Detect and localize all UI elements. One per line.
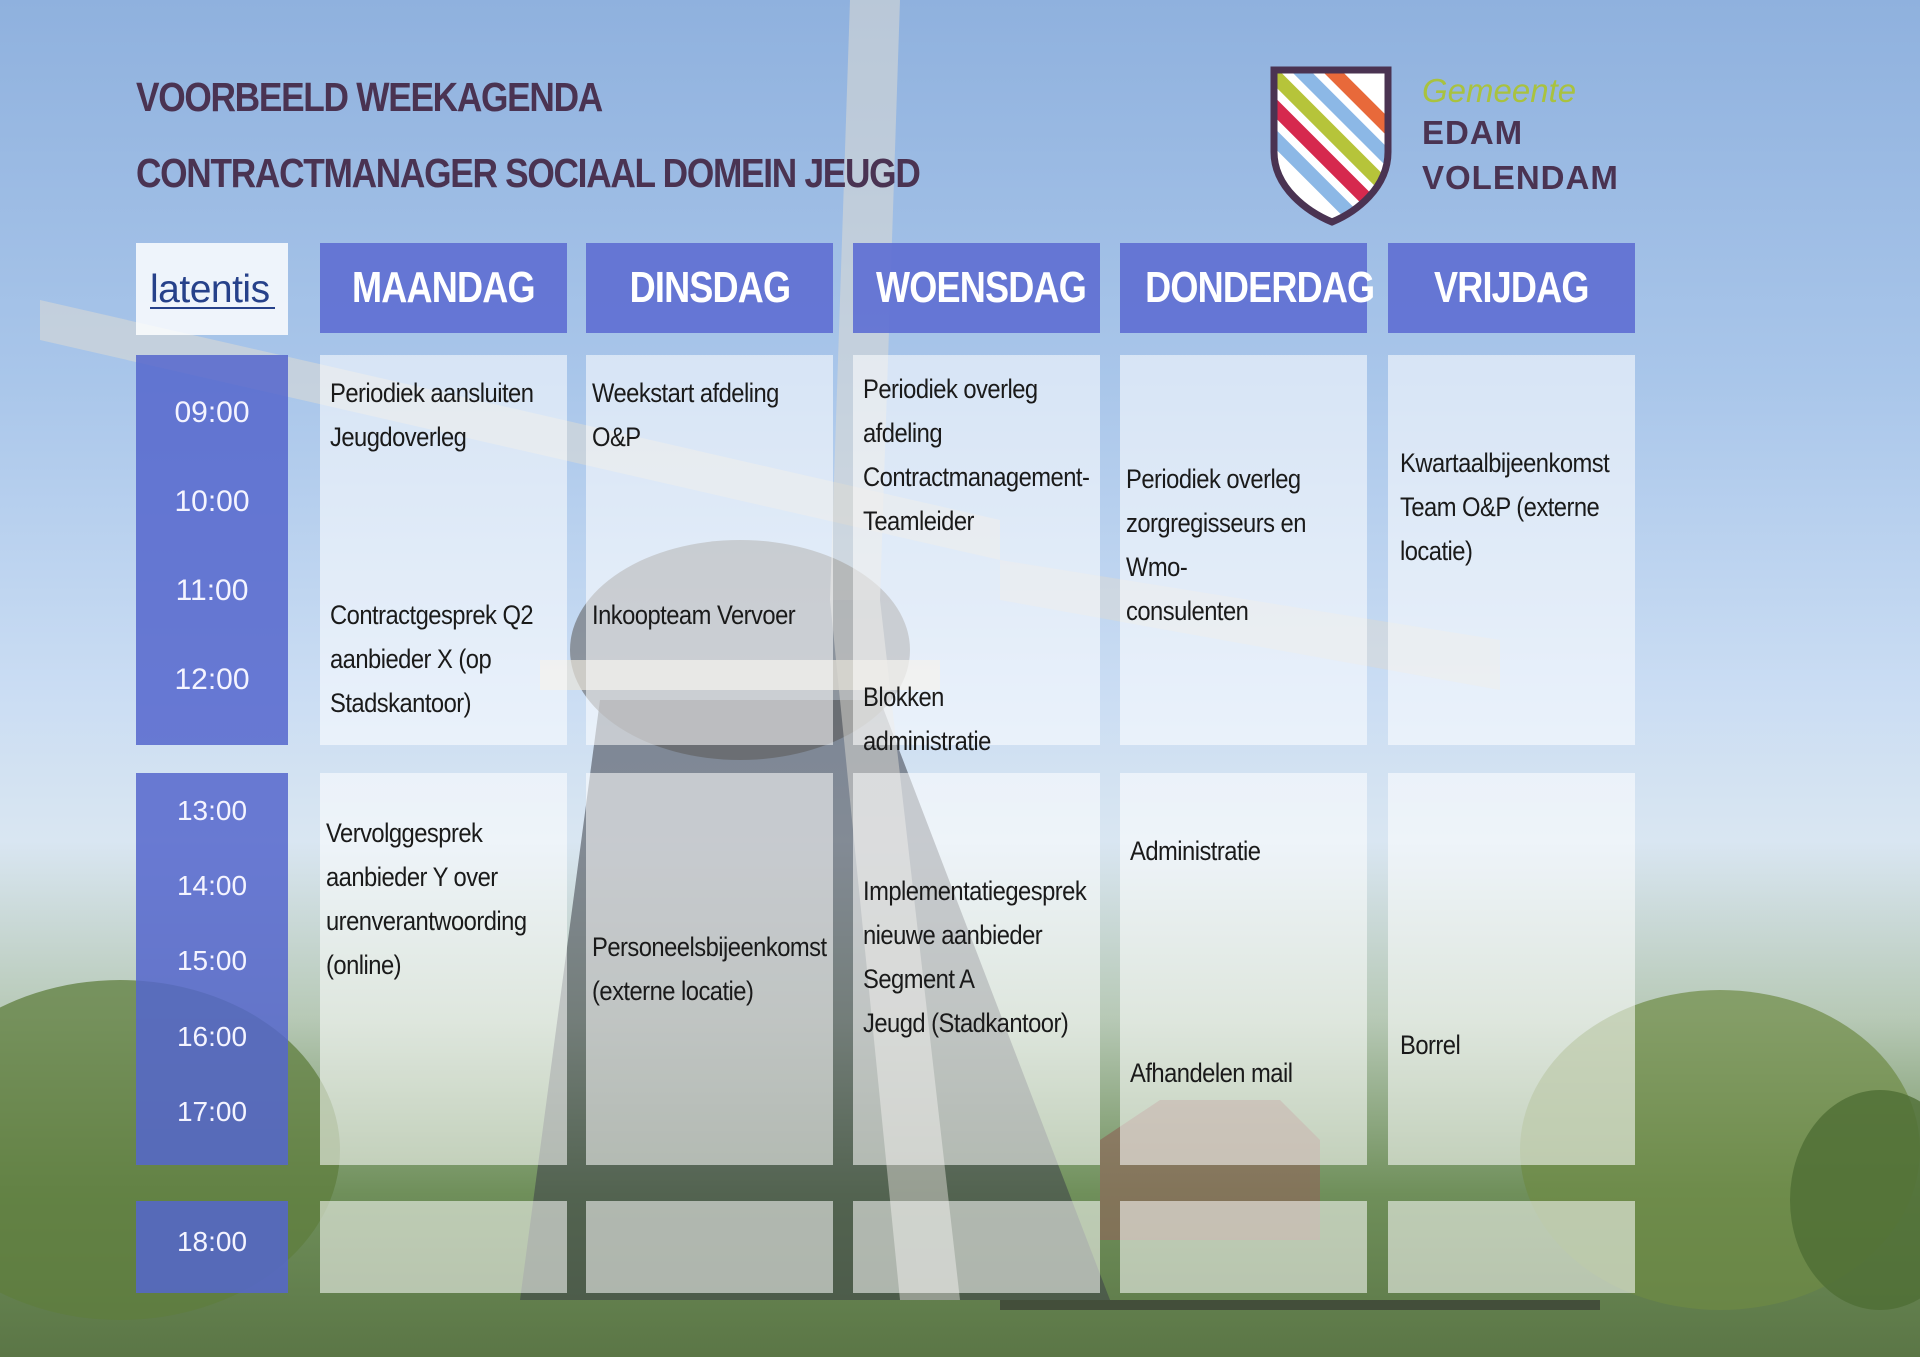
time-label: 14:00	[176, 870, 248, 901]
event-item: Weekstart afdeling O&P	[592, 378, 779, 452]
day-header-dinsdag: DINSDAG	[586, 243, 833, 333]
time-label: 15:00	[176, 945, 248, 976]
time-label: 18:00	[176, 1226, 248, 1257]
time-column-evening: 18:00	[136, 1201, 288, 1293]
brand-underline	[150, 307, 275, 309]
time-column-afternoon: 13:00 14:00 15:00 16:00 17:00	[136, 773, 288, 1165]
day-header-maandag: MAANDAG	[320, 243, 567, 333]
event-item: Afhandelen mail	[1130, 1058, 1293, 1088]
brand-label: latentis	[150, 268, 270, 311]
brand-box: latentis	[136, 243, 288, 335]
cell-woensdag-evening	[853, 1201, 1100, 1293]
event-item: Borrel	[1400, 1030, 1461, 1060]
event-item: Contractgesprek Q2 aanbieder X (op Stads…	[330, 600, 534, 718]
event-item: Vervolggesprek aanbieder Y over urenvera…	[326, 818, 527, 980]
time-label: 10:00	[174, 485, 250, 518]
time-label: 09:00	[174, 396, 250, 429]
day-header-vrijdag: VRIJDAG	[1388, 243, 1635, 333]
cell-vrijdag-afternoon: Borrel	[1388, 773, 1635, 1165]
day-header-donderdag: DONDERDAG	[1120, 243, 1375, 333]
cell-maandag-evening	[320, 1201, 567, 1293]
logo-name-line2: VOLENDAM	[1422, 159, 1619, 196]
event-item: Kwartaalbijeenkomst Team O&P (externe lo…	[1400, 448, 1610, 566]
cell-maandag-afternoon: Vervolggesprek aanbieder Y over urenvera…	[320, 773, 567, 1165]
cell-maandag-morning: Periodiek aansluiten Jeugdoverleg Contra…	[320, 355, 567, 745]
time-label: 11:00	[175, 574, 249, 607]
cell-vrijdag-evening	[1388, 1201, 1635, 1293]
event-item: Periodiek overleg zorgregisseurs en Wmo-…	[1126, 464, 1306, 626]
time-label: 17:00	[176, 1096, 248, 1127]
day-header-woensdag: WOENSDAG	[853, 243, 1100, 333]
cell-donderdag-morning: Periodiek overleg zorgregisseurs en Wmo-…	[1120, 355, 1367, 745]
time-label: 12:00	[174, 663, 250, 696]
time-column-morning: 09:00 10:00 11:00 12:00	[136, 355, 288, 745]
cell-donderdag-afternoon: Administratie Afhandelen mail	[1120, 773, 1367, 1165]
cell-dinsdag-afternoon: Personeelsbijeenkomst (externe locatie)	[586, 773, 833, 1165]
cell-vrijdag-morning: Kwartaalbijeenkomst Team O&P (externe lo…	[1388, 355, 1635, 745]
municipality-shield-logo	[1270, 66, 1394, 231]
municipality-name: Gemeente EDAM VOLENDAM	[1422, 72, 1619, 200]
logo-name-line1: EDAM	[1422, 114, 1524, 151]
time-label: 16:00	[176, 1021, 248, 1052]
event-item: Implementatiegesprek nieuwe aanbieder Se…	[863, 876, 1087, 1038]
event-item: Periodiek overleg afdeling Contractmanag…	[863, 374, 1090, 536]
event-item: Periodiek aansluiten Jeugdoverleg	[330, 378, 534, 452]
event-item: Administratie	[1130, 836, 1261, 866]
event-item: Personeelsbijeenkomst (externe locatie)	[592, 932, 827, 1006]
cell-dinsdag-evening	[586, 1201, 833, 1293]
logo-prefix: Gemeente	[1422, 72, 1577, 109]
time-label: 13:00	[176, 795, 248, 826]
event-item: Blokken administratie	[863, 682, 991, 756]
cell-woensdag-morning: Periodiek overleg afdeling Contractmanag…	[853, 355, 1100, 756]
cell-donderdag-evening	[1120, 1201, 1367, 1293]
page-title-line1: VOORBEELD WEEKAGENDA	[136, 74, 603, 120]
cell-dinsdag-morning: Weekstart afdeling O&P Inkoopteam Vervoe…	[586, 355, 833, 745]
page-title-line2: CONTRACTMANAGER SOCIAAL DOMEIN JEUGD	[136, 150, 921, 196]
event-item: Inkoopteam Vervoer	[592, 600, 796, 630]
cell-woensdag-afternoon: Implementatiegesprek nieuwe aanbieder Se…	[853, 773, 1100, 1165]
